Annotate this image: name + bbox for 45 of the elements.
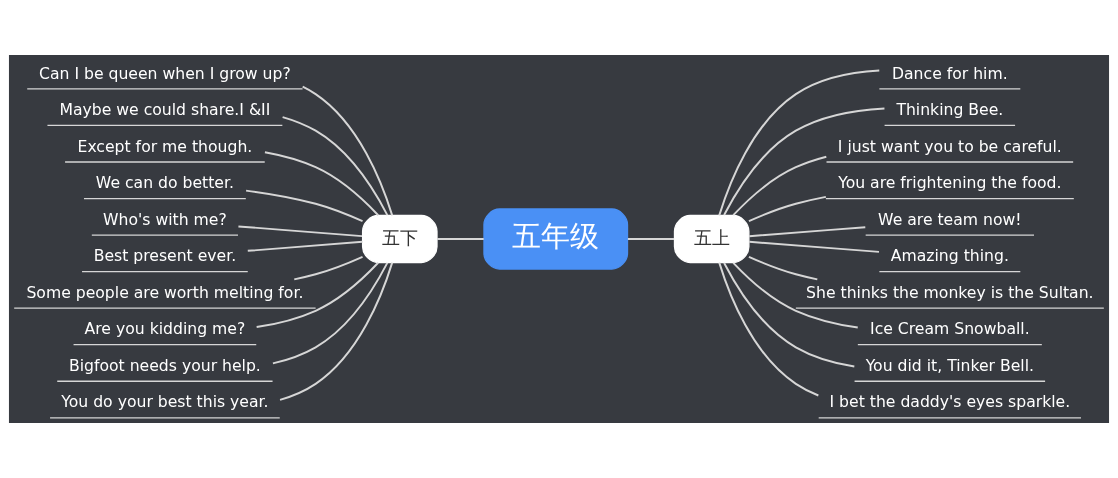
connector [748, 226, 867, 238]
connector [301, 85, 394, 217]
node-text: Maybe we could share.I &II [59, 100, 271, 120]
node-text: Who's with me? [103, 209, 227, 229]
connector [626, 238, 676, 240]
connector [747, 195, 827, 223]
node-text: You do your best this year. [61, 392, 269, 412]
node-box: 五年级 [483, 208, 629, 270]
node-text: I just want you to be careful. [837, 136, 1062, 156]
node-text: Bigfoot needs your help. [68, 355, 261, 375]
connector [747, 255, 819, 281]
connector [245, 189, 364, 223]
node-text: Some people are worth melting for. [26, 282, 304, 302]
connector [748, 240, 880, 253]
node-text: Except for me though. [77, 136, 253, 156]
node-box: 五上 [673, 214, 750, 264]
connector [281, 116, 389, 217]
node-text: Can I be queen when I grow up? [39, 63, 291, 83]
node-text: She thinks the monkey is the Sultan. [806, 282, 1094, 302]
connector [263, 151, 380, 217]
node-text: You are frightening the food. [838, 173, 1062, 193]
connector [718, 69, 881, 217]
node-text: You did it, Tinker Bell. [865, 355, 1035, 375]
connector [723, 107, 886, 217]
connector [246, 240, 364, 252]
node-text: Ice Cream Snowball. [870, 319, 1030, 339]
node-text: I bet the daddy's eyes sparkle. [829, 392, 1071, 412]
connector [279, 261, 394, 401]
node-box: 五下 [361, 214, 438, 264]
connector [255, 261, 380, 329]
node-text: Dance for him. [891, 63, 1008, 83]
connector [732, 155, 828, 217]
connector [293, 255, 364, 281]
connector [718, 261, 820, 397]
node-text: We can do better. [95, 173, 234, 193]
connector [723, 261, 856, 368]
connector [237, 225, 364, 238]
connector [732, 261, 859, 329]
node-text: Amazing thing. [890, 246, 1009, 266]
connector [271, 261, 389, 365]
connector [436, 238, 485, 240]
node-text: Best present ever. [93, 246, 237, 266]
node-text: We are team now! [878, 209, 1022, 229]
node-text: Are you kidding me? [84, 319, 246, 339]
node-text: Thinking Bee. [896, 100, 1004, 120]
